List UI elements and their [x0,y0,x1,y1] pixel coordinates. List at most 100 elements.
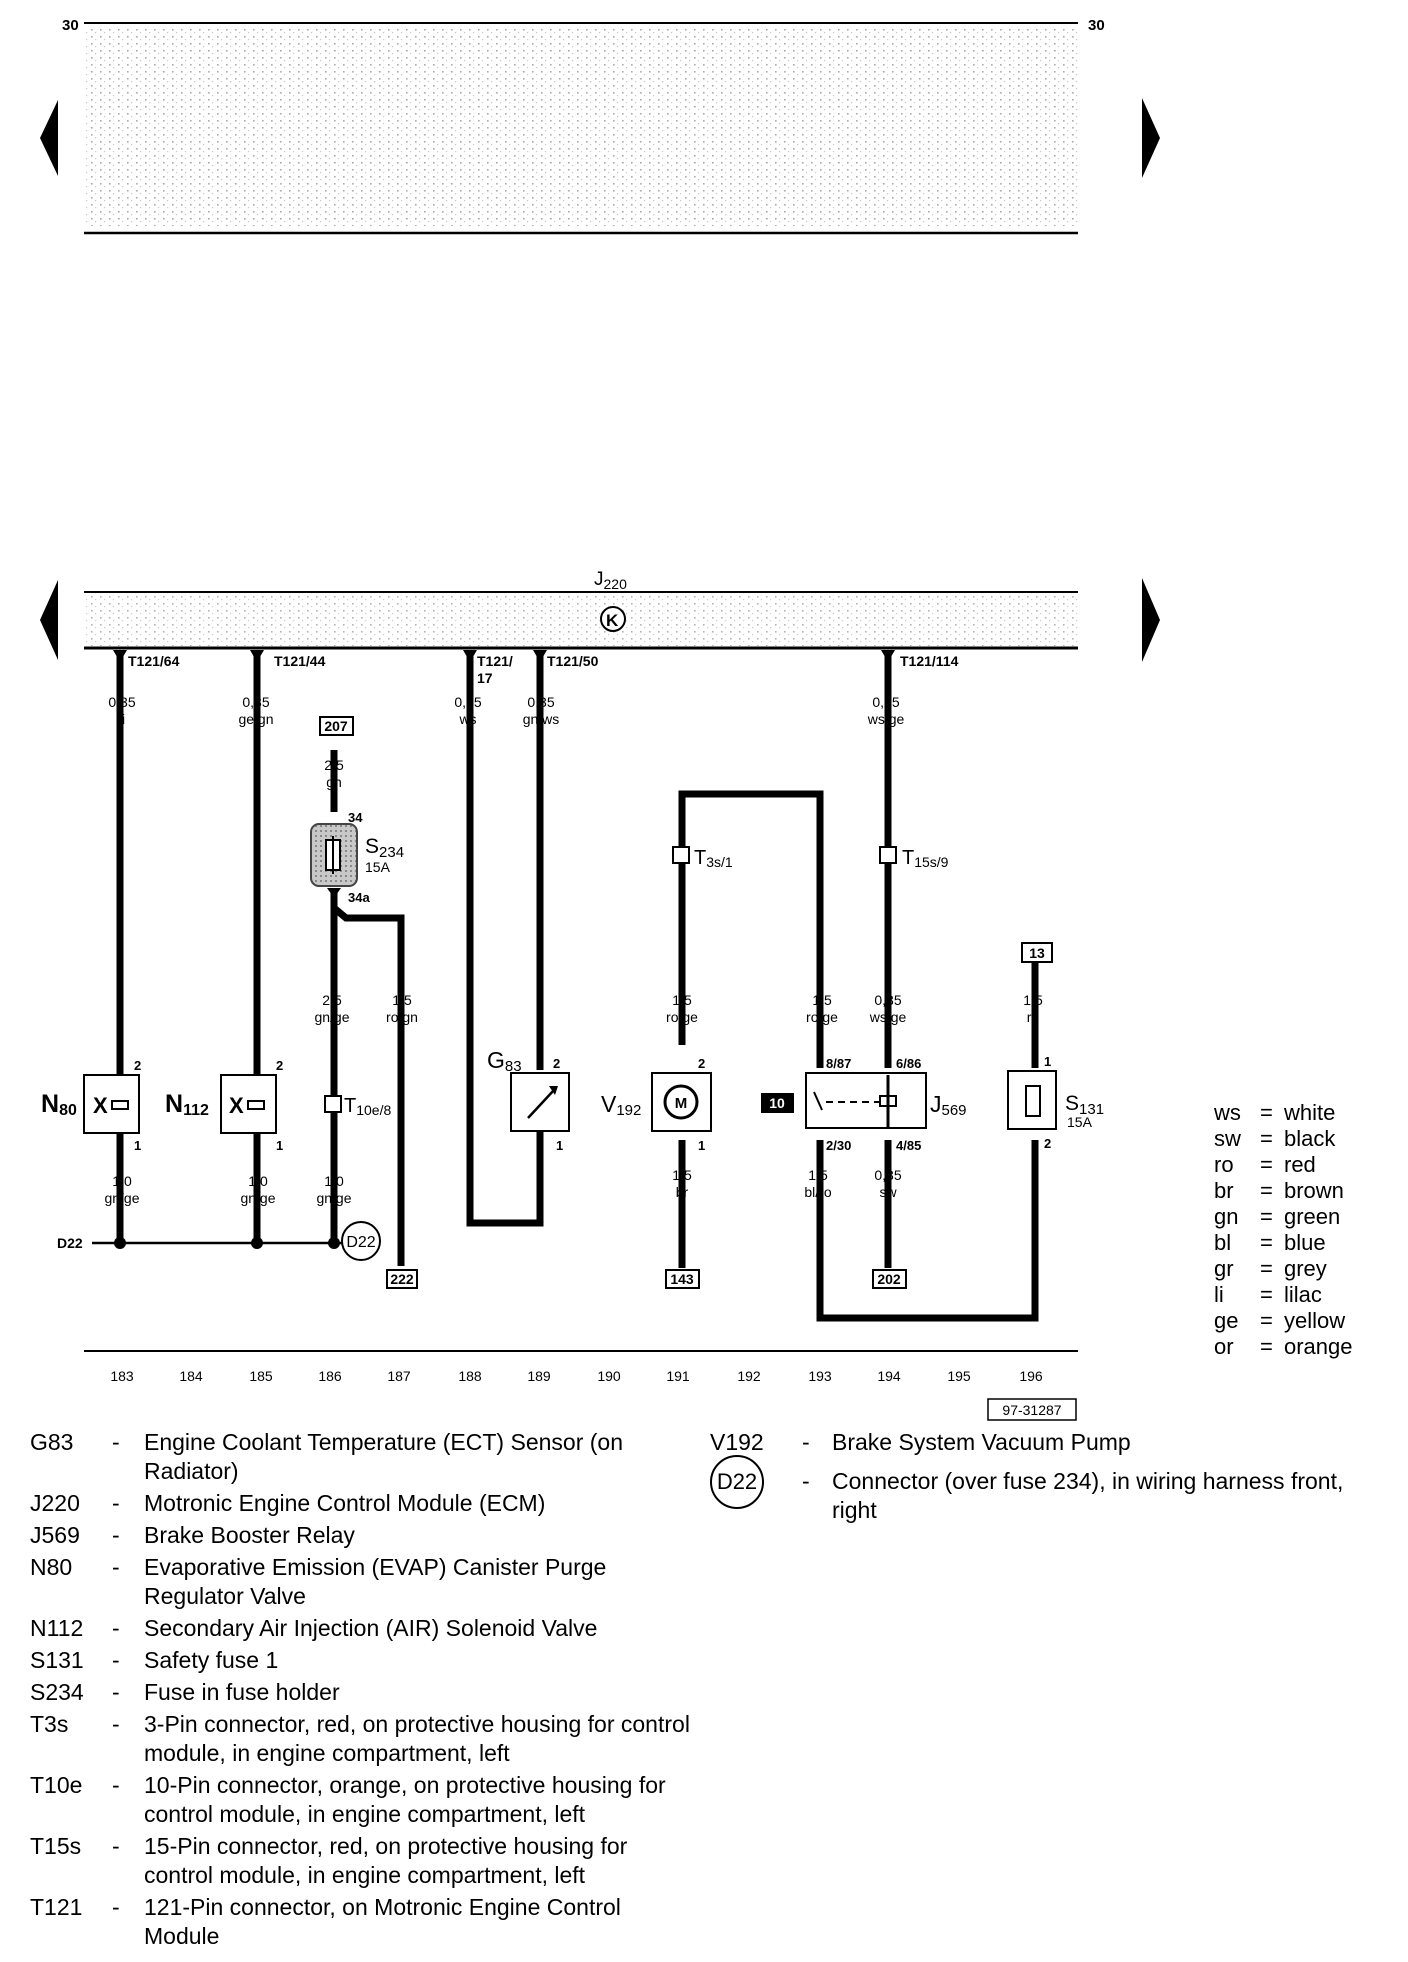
svg-text:0,35: 0,35 [872,694,899,710]
svg-text:S131: S131 [1065,1092,1104,1118]
component-j569: 10 J569 8/87 6/86 2/30 4/85 [761,1056,967,1153]
svg-text:S234: S234 [365,835,404,861]
svg-text:br: br [676,1184,689,1200]
svg-text:2: 2 [553,1056,560,1071]
svg-text:1,0: 1,0 [248,1173,268,1189]
wires [116,650,1039,1322]
svg-text:T15s/9: T15s/9 [902,847,949,870]
wire-labels-bottom: 1,0 gn/ge 1,0 gn/ge 1,0 gn/ge 1,5 br 1,5… [104,1167,901,1206]
component-v192: M V192 2 1 [601,1056,712,1153]
valve-icon-n112: X [229,1093,244,1118]
ecm-label: J220 [594,569,627,592]
svg-text:2: 2 [276,1058,283,1073]
component-n112: X N112 2 1 [165,1058,283,1153]
component-g83: G83 2 1 [487,1047,570,1153]
bottom-refs: 222 143 202 [386,1269,907,1289]
legend-row: J569-Brake Booster Relay [30,1522,355,1548]
valve-icon-n80: X [93,1093,108,1118]
svg-text:0,35: 0,35 [242,694,269,710]
svg-text:15A: 15A [365,859,391,875]
legend-row: J220-Motronic Engine Control Module (ECM… [30,1490,546,1516]
fuse-s131: S131 15A 1 2 [1007,1054,1104,1151]
svg-text:186: 186 [318,1368,342,1384]
component-legend: G83-Engine Coolant Temperature (ECT) Sen… [30,1428,690,1954]
svg-text:bl/ro: bl/ro [804,1184,831,1200]
legend-row: S234-Fuse in fuse holder [30,1679,340,1705]
svg-text:1,5: 1,5 [1023,992,1043,1008]
ecm-dotted-area [86,594,1078,646]
svg-text:2: 2 [698,1056,705,1071]
svg-text:2: 2 [134,1058,141,1073]
legend-row: T121-121-Pin connector, on Motronic Engi… [30,1894,621,1949]
prev-page-arrow-icon[interactable] [40,100,58,176]
connector-t3s: T3s/1 [672,846,733,870]
pin-t121-17-extra: 17 [477,670,493,686]
svg-text:1: 1 [556,1138,563,1153]
pin-t121-50: T121/50 [547,653,599,669]
next-page-arrow-icon[interactable] [1142,98,1160,178]
svg-text:2/30: 2/30 [826,1138,851,1153]
svg-text:M: M [675,1095,688,1112]
svg-text:0,35: 0,35 [108,694,135,710]
svg-text:ro: ro [1027,1009,1040,1025]
svg-text:ws: ws [458,711,476,727]
svg-text:2,5: 2,5 [322,992,342,1008]
svg-text:1: 1 [1044,1054,1051,1069]
svg-text:195: 195 [947,1368,971,1384]
prev-page-arrow-icon-2[interactable] [40,580,58,660]
svg-text:ws/ge: ws/ge [869,1009,907,1025]
svg-text:ro/gn: ro/gn [386,1009,418,1025]
svg-text:183: 183 [110,1368,134,1384]
svg-text:gn/ge: gn/ge [314,1009,349,1025]
svg-text:ro/ge: ro/ge [666,1009,698,1025]
wire-labels-top: 0,35 li 0,35 ge/gn 0,35 ws 0,35 gn/ws 0,… [108,694,904,727]
svg-text:1: 1 [698,1138,705,1153]
connector-t15s: T15s/9 [879,846,949,870]
svg-text:T3s/1: T3s/1 [694,847,733,870]
legend-row: D22-Connector (over fuse 234), in wiring… [710,1455,1370,1525]
svg-text:202: 202 [877,1271,901,1287]
svg-text:1: 1 [134,1138,141,1153]
svg-text:196: 196 [1019,1368,1043,1384]
svg-text:6/86: 6/86 [896,1056,921,1071]
track-30-left: 30 [62,17,79,34]
pin-t121-17: T121/ [477,653,513,669]
legend-row: T3s-3-Pin connector, red, on protective … [30,1711,690,1766]
svg-text:1: 1 [276,1138,283,1153]
legend-row: V192-Brake System Vacuum Pump [710,1429,1131,1455]
svg-text:li: li [119,711,125,727]
svg-text:0,35: 0,35 [454,694,481,710]
svg-text:34: 34 [348,810,363,825]
svg-text:207: 207 [324,718,348,734]
connector-t10e: T10e/8 [324,1095,391,1118]
ref-207: 207 2,5 gn [319,716,354,790]
svg-text:ge/gn: ge/gn [238,711,273,727]
d22-connector-icon: D22 [710,1455,764,1509]
svg-text:8/87: 8/87 [826,1056,851,1071]
legend-row: N80-Evaporative Emission (EVAP) Canister… [30,1554,607,1609]
svg-text:gn/ge: gn/ge [104,1190,139,1206]
component-legend-right: V192-Brake System Vacuum Pump D22-Connec… [710,1428,1370,1535]
top-section: 30 30 [40,17,1160,235]
svg-text:D22: D22 [346,1234,375,1251]
svg-text:188: 188 [458,1368,482,1384]
sensor-icon-g83 [527,1089,555,1119]
fuse-s234: 34 S234 15A 34a [310,800,404,905]
svg-text:193: 193 [808,1368,832,1384]
svg-text:13: 13 [1029,945,1045,961]
svg-text:1,5: 1,5 [672,992,692,1008]
ground-k-label: K [606,611,619,630]
next-page-arrow-icon-2[interactable] [1142,578,1160,662]
svg-text:0,35: 0,35 [874,1167,901,1183]
svg-text:gn/ge: gn/ge [316,1190,351,1206]
legend-row: N112-Secondary Air Injection (AIR) Solen… [30,1615,598,1641]
svg-text:1,5: 1,5 [808,1167,828,1183]
svg-text:1,0: 1,0 [112,1173,132,1189]
svg-text:185: 185 [249,1368,273,1384]
svg-text:1,5: 1,5 [672,1167,692,1183]
svg-text:97-31287: 97-31287 [1002,1402,1061,1418]
wire-labels-mid: 2,5 gn/ge 1,5 ro/gn 1,5 ro/ge 1,5 ro/ge … [314,992,1042,1025]
ecm-pins: T121/64 T121/44 T121/ 17 T121/50 T121/11… [128,653,959,686]
ecm-pin-arrows [113,650,895,662]
figure-id: 97-31287 [987,1398,1077,1421]
